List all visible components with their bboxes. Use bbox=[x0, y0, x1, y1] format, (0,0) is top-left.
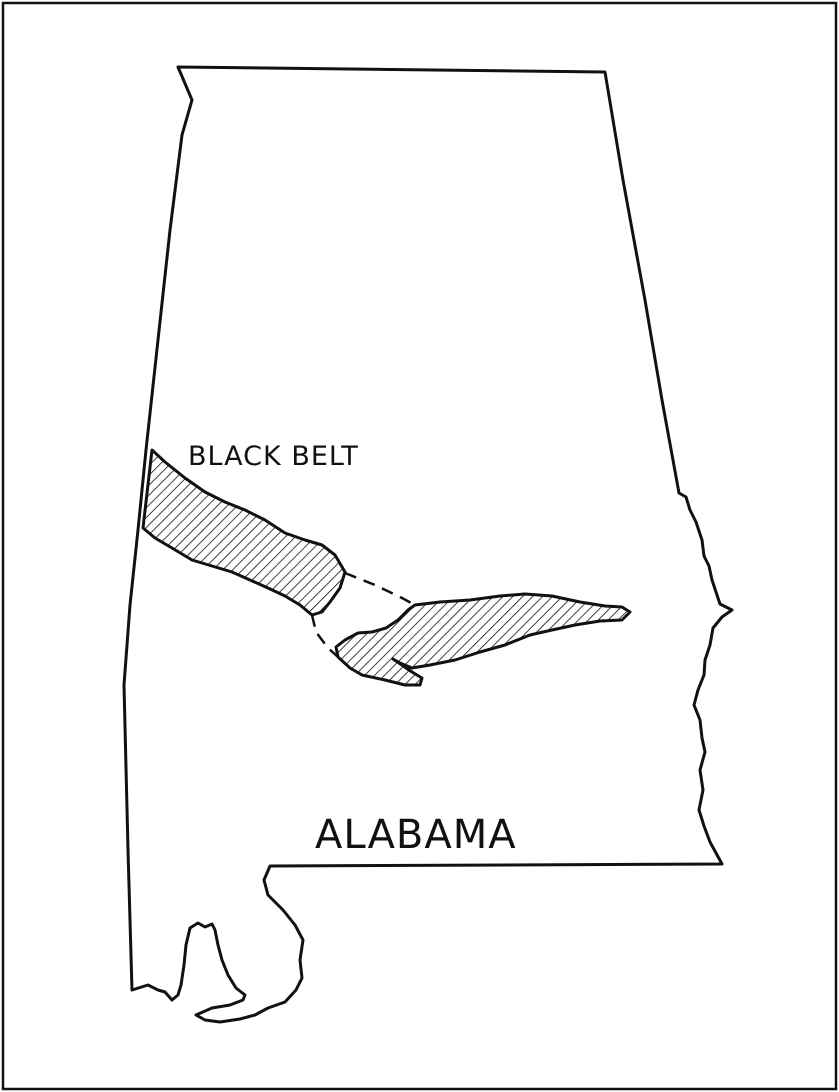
alabama-outline bbox=[122, 65, 734, 1024]
black-belt-east-region bbox=[334, 592, 632, 687]
black-belt-connector-upper bbox=[344, 571, 416, 607]
black-belt-connector-lower bbox=[310, 614, 339, 658]
state-name-label: ALABAMA bbox=[315, 812, 517, 858]
black-belt-label: BLACK BELT bbox=[188, 441, 359, 472]
black-belt-west-region bbox=[141, 448, 347, 617]
